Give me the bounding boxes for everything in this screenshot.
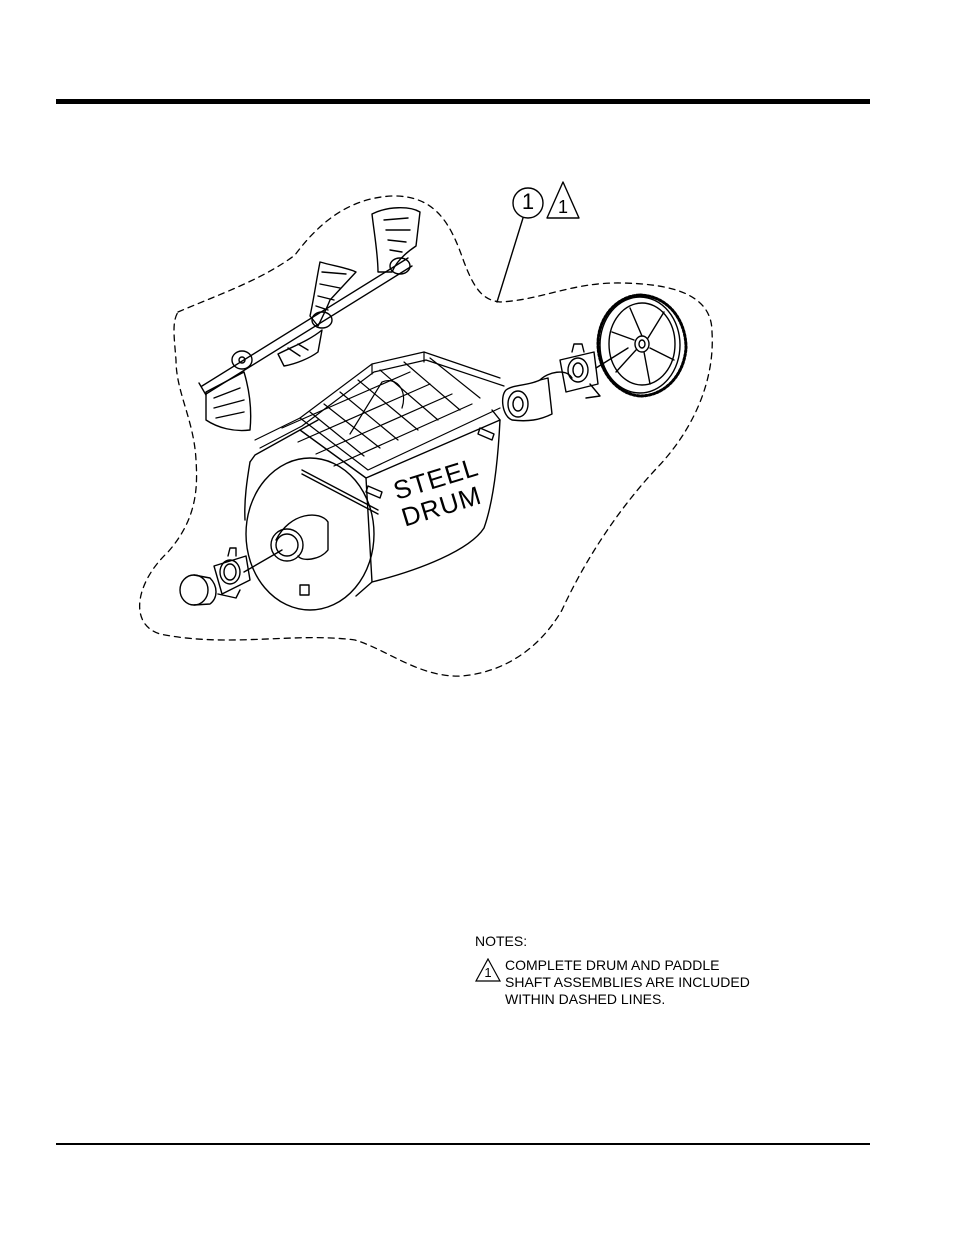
item-callout-number: 1	[513, 187, 543, 217]
assembly-boundary-dashed	[140, 196, 713, 676]
sprocket-gear	[598, 295, 686, 396]
right-flange-hub	[503, 372, 572, 421]
note-text-line: SHAFT ASSEMBLIES ARE INCLUDED	[505, 974, 795, 991]
notes-heading: NOTES:	[475, 933, 795, 950]
footer-rule	[56, 1143, 870, 1145]
note-reference-number: 1	[555, 197, 571, 217]
notes-section: NOTES: 1 COMPLETE DRUM AND PADDLE SHAFT …	[475, 933, 795, 1008]
paddle-shaft-assembly	[199, 208, 420, 431]
callout-leader-line	[497, 218, 523, 302]
left-bearing-and-cap	[180, 548, 282, 605]
note-text-line: COMPLETE DRUM AND PADDLE	[505, 957, 795, 974]
note-reference-number: 1	[481, 966, 495, 980]
note-item: 1 COMPLETE DRUM AND PADDLE SHAFT ASSEMBL…	[475, 957, 795, 1008]
note-text-line: WITHIN DASHED LINES.	[505, 991, 795, 1008]
